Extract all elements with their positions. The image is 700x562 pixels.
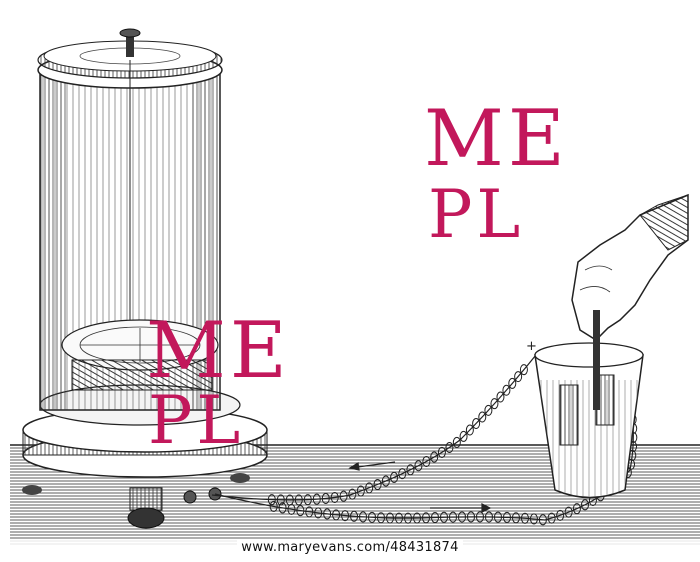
coil-loop — [348, 488, 357, 500]
coil-loop — [305, 506, 314, 518]
coil-loop — [547, 512, 556, 524]
glass-beaker — [534, 342, 644, 499]
coil-loop — [278, 502, 287, 514]
coil-loop — [520, 512, 529, 524]
coil-loop — [356, 485, 365, 497]
coil-loop — [413, 512, 422, 524]
coil-loop — [395, 512, 404, 524]
coil-loop — [538, 514, 547, 526]
coil-loop — [269, 500, 278, 512]
coil-loop — [457, 511, 466, 523]
hand-holding-rod — [571, 193, 689, 410]
coil-loop — [475, 511, 484, 523]
credit-line: www.maryevans.com/48431874 — [0, 540, 700, 555]
coil-loop — [276, 494, 285, 506]
coil-loop — [529, 513, 538, 525]
coil-loop — [323, 508, 332, 520]
coil-loop — [390, 471, 399, 483]
coil-loop — [452, 436, 461, 448]
watermark-logo-bottom: PL — [428, 176, 525, 253]
coil-loop — [381, 475, 390, 487]
coil-loop — [414, 460, 423, 472]
plus-label: + — [526, 339, 537, 354]
watermark-logo-bottom-secondary: PL — [148, 382, 245, 459]
current-arrows — [348, 461, 492, 513]
watermark-logo-top: ME — [424, 94, 569, 184]
coil-loop — [368, 511, 377, 523]
coil-loop — [314, 507, 323, 519]
coil-loop — [448, 511, 457, 523]
coil-loop — [350, 510, 359, 522]
coil-loop — [478, 411, 487, 423]
coil-loop — [406, 464, 415, 476]
coil-loop — [514, 371, 523, 383]
coil-loop — [581, 499, 590, 511]
credit-text: www.maryevans.com/48431874 — [237, 540, 463, 555]
coil-loop — [430, 511, 439, 523]
coil-loop — [519, 364, 528, 376]
coil-loop — [502, 384, 511, 396]
coil-loop — [511, 512, 520, 524]
coil-loop — [287, 503, 296, 515]
coil-loop — [365, 482, 374, 494]
coil-loop — [493, 511, 502, 523]
coil-loop — [303, 494, 312, 506]
coil-loop — [556, 509, 565, 521]
coil-loop — [472, 417, 481, 429]
coil-loop — [398, 468, 407, 480]
coil-loop — [572, 503, 581, 515]
coil-loop — [502, 511, 511, 523]
coil-loop — [484, 404, 493, 416]
watermark-logo-top-secondary: ME — [146, 306, 291, 396]
coil-loop — [312, 493, 321, 505]
coil-loop — [330, 491, 339, 503]
coil-loop — [422, 455, 431, 467]
coil-loop — [341, 510, 350, 522]
coil-loop — [373, 478, 382, 490]
coil-loop — [465, 424, 474, 436]
coil-loop — [496, 391, 505, 403]
coil-loop — [404, 512, 413, 524]
coil-loop — [564, 506, 573, 518]
coil-loop — [296, 505, 305, 517]
coil-loop — [508, 377, 517, 389]
coil-loop — [294, 494, 303, 506]
coil-loop — [445, 441, 454, 453]
coil-loop — [490, 398, 499, 410]
coil-loop — [332, 509, 341, 521]
coil-loop — [484, 511, 493, 523]
coil-loop — [377, 512, 386, 524]
coil-loop — [267, 494, 276, 506]
galvanometer — [22, 28, 268, 529]
coil-loop — [386, 512, 395, 524]
coil-loop — [339, 490, 348, 502]
coil-loop — [430, 451, 439, 463]
coil-loop — [437, 446, 446, 458]
coil-loop — [466, 511, 475, 523]
coil-loop — [321, 492, 330, 504]
coil-loop — [459, 430, 468, 442]
coil-loop — [359, 511, 368, 523]
coil-loop — [439, 511, 448, 523]
coil-loop — [421, 512, 430, 524]
